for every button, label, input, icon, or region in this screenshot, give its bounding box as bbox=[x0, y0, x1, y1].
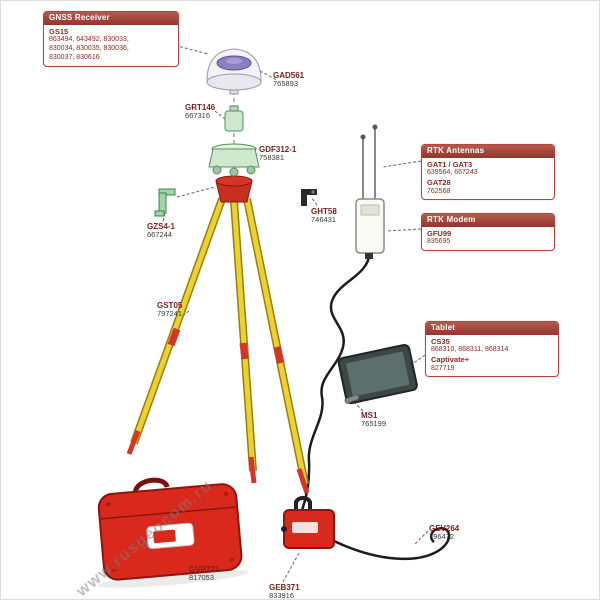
callout-tablet-title: Tablet bbox=[426, 322, 558, 335]
part-numbers: 639564, 667243 bbox=[427, 169, 478, 177]
callout-gnss-receiver-body: GS15 863494, 643492, 830033, 830034, 830… bbox=[44, 25, 178, 66]
callout-rtk-antennas-title: RTK Antennas bbox=[422, 145, 554, 158]
ms1-graphic bbox=[344, 394, 360, 404]
gnss-antenna-graphic bbox=[206, 48, 262, 95]
part-label-geb371: GEB371 833916 bbox=[269, 583, 300, 600]
part-numbers: 835695 bbox=[427, 238, 451, 246]
model-name: Captivate+ bbox=[431, 355, 470, 365]
callout-rtk-antennas: RTK Antennas GAT1 / GAT3 639564, 667243 … bbox=[421, 144, 555, 201]
part-label-gzs4: GZS4-1 667244 bbox=[147, 222, 176, 240]
part-numbers: 762568 bbox=[427, 187, 451, 195]
carrier-graphic bbox=[224, 105, 244, 132]
part-numbers: 827719 bbox=[431, 364, 455, 372]
callout-rtk-modem-title: RTK Modem bbox=[422, 214, 554, 227]
part-label-gev264: GEV264 796472 bbox=[429, 524, 460, 542]
part-numbers: 830037, 830616 bbox=[49, 53, 100, 61]
model-name: GFU99 bbox=[427, 229, 452, 238]
callout-rtk-modem: RTK Modem GFU99 835695 bbox=[421, 213, 555, 252]
model-name: CS35 bbox=[431, 337, 450, 346]
connection-cables bbox=[299, 252, 451, 561]
part-label-gst05: GST05 797241 bbox=[157, 301, 183, 319]
case-graphic bbox=[97, 477, 249, 588]
tablet-graphic bbox=[337, 343, 418, 405]
rtk-antenna-graphic bbox=[360, 124, 378, 201]
part-label-gvp721: GVP721 817053 bbox=[189, 565, 220, 583]
model-name: GAT28 bbox=[427, 178, 451, 188]
part-label-gdf312: GDF312-1 758381 bbox=[259, 145, 297, 163]
tripod-graphic bbox=[126, 175, 310, 494]
part-label-grt146: GRT146 667316 bbox=[185, 103, 216, 121]
height-hook-graphic bbox=[154, 188, 176, 217]
part-numbers: 868310, 868311, 868314 bbox=[431, 346, 509, 354]
modem-to-battery-cable bbox=[299, 252, 372, 514]
callout-rtk-modem-body: GFU99 835695 bbox=[422, 227, 554, 250]
callout-gnss-receiver: GNSS Receiver GS15 863494, 643492, 83003… bbox=[43, 11, 179, 67]
callout-gnss-receiver-title: GNSS Receiver bbox=[44, 12, 178, 25]
part-numbers: 830034, 830035, 830036, bbox=[49, 45, 129, 53]
part-label-gad561: GAD561 765893 bbox=[273, 71, 305, 89]
gev264-cable bbox=[333, 527, 451, 561]
tribrach-graphic bbox=[208, 143, 260, 177]
callout-rtk-antennas-body: GAT1 / GAT3 639564, 667243 GAT28 762568 bbox=[422, 158, 554, 199]
model-name: GS15 bbox=[49, 27, 69, 36]
callout-tablet-body: CS35 868310, 868311, 868314 Captivate+ 8… bbox=[426, 335, 558, 376]
part-numbers: 863494, 643492, 830033, bbox=[49, 36, 129, 44]
model-name: GAT1 / GAT3 bbox=[427, 160, 473, 169]
part-label-ght58: GHT58 746431 bbox=[311, 207, 337, 225]
callout-tablet: Tablet CS35 868310, 868311, 868314 Capti… bbox=[425, 321, 559, 378]
rtk-modem-graphic bbox=[355, 198, 385, 259]
battery-graphic bbox=[281, 495, 335, 549]
holder-graphic bbox=[301, 189, 317, 206]
part-label-ms1: MS1 765199 bbox=[361, 411, 387, 429]
